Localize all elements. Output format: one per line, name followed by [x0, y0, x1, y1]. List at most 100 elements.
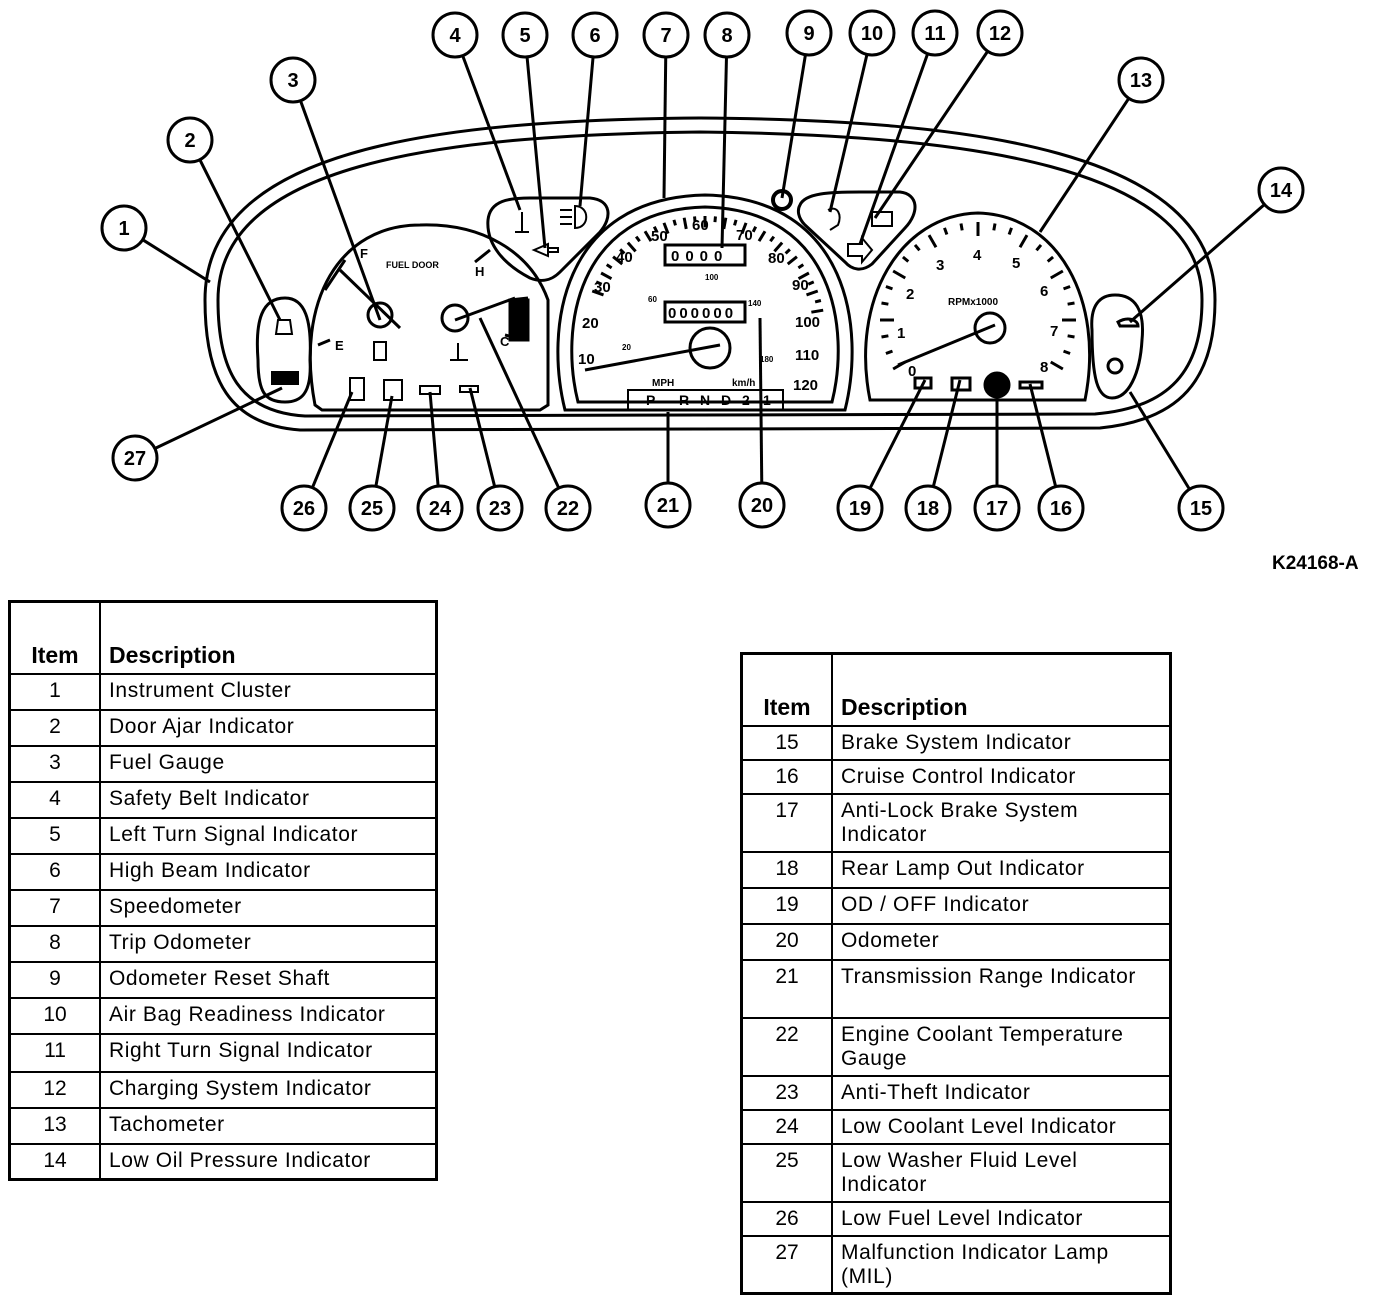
tachometer-tick-label: 6 — [1040, 283, 1048, 300]
speedometer-tick — [643, 230, 653, 242]
legend-item-description: Cruise Control Indicator — [831, 758, 1172, 795]
callout-number: 24 — [429, 498, 452, 520]
callout-circle — [1117, 56, 1165, 104]
fuel-gauge-hub — [366, 301, 394, 329]
tachometer-tick — [892, 269, 907, 280]
callout-bubble: 25 — [348, 484, 396, 532]
mil-icon — [271, 371, 299, 385]
speedometer-tick — [797, 271, 810, 281]
callout-number: 4 — [449, 25, 461, 47]
low-washer-fluid-icon — [383, 379, 403, 401]
tachometer-needle — [897, 323, 996, 367]
speedometer-tick-label: 40 — [616, 249, 633, 266]
legend-item-number: 20 — [740, 922, 833, 961]
legend-item-number: 11 — [8, 1032, 101, 1073]
left-gauge-pod — [308, 223, 550, 412]
legend-item-description: Instrument Cluster — [99, 672, 438, 711]
speedometer-tick-label: 100 — [795, 314, 820, 331]
callout-circle — [738, 481, 786, 529]
legend-item-description: Air Bag Readiness Indicator — [99, 996, 438, 1035]
tachometer-tick — [959, 223, 964, 231]
speedometer-tick — [605, 263, 613, 270]
low-fuel-icon — [349, 377, 365, 401]
legend-left-item-header: Item — [8, 600, 101, 675]
callout-circle — [973, 484, 1021, 532]
tachometer-tick — [1049, 269, 1064, 280]
callout-circle — [431, 11, 479, 59]
brake-indicator-pod — [1090, 293, 1145, 400]
legend-item-description: Low Oil Pressure Indicator — [99, 1142, 438, 1181]
speedometer-ticks — [591, 216, 824, 314]
legend-right-description-header: Description — [831, 652, 1172, 727]
callout-leader-line — [1038, 97, 1131, 233]
speedometer-tick-label: 30 — [594, 279, 611, 296]
speedometer-tick — [773, 241, 784, 253]
callout-leader-line — [468, 387, 497, 488]
speedometer-tick — [619, 248, 626, 255]
speedometer-needle — [584, 343, 721, 372]
legend-item-number: 1 — [8, 672, 101, 711]
speedometer-kmh-tick-label: 180 — [760, 355, 774, 364]
callout-circle — [644, 481, 692, 529]
instrument-cluster-diagram: F E FUEL DOOR H C 0000 000000 MPH — [100, 9, 1359, 574]
prnd-label: D — [721, 392, 731, 408]
callout-bubble: 11 — [911, 9, 959, 57]
speedometer-tick — [591, 289, 605, 297]
callout-leader-line — [299, 100, 382, 321]
callout-leader-line — [828, 54, 869, 213]
prnd-label: 2 — [742, 392, 750, 408]
callout-leader-line — [578, 56, 595, 207]
tachometer-tick-label: 8 — [1040, 359, 1048, 376]
callout-number: 2 — [184, 130, 195, 152]
legend-item-number: 14 — [8, 1142, 101, 1181]
callout-number: 6 — [589, 25, 600, 47]
left-turn-arrow-icon — [531, 242, 559, 258]
callout-number: 11 — [924, 23, 945, 45]
speedometer-tick — [634, 235, 641, 243]
callout-bubble: 15 — [1177, 484, 1225, 532]
speedometer-tick — [811, 308, 824, 314]
legend-item-number: 3 — [8, 744, 101, 783]
callout-circle — [1177, 484, 1225, 532]
speedometer-kmh-tick-label: 140 — [748, 299, 762, 308]
legend-item-number: 8 — [8, 924, 101, 963]
speedometer-tick — [769, 235, 776, 243]
callout-leader-line — [758, 317, 764, 484]
callout-circle — [642, 11, 690, 59]
temp-gauge-hub — [440, 303, 470, 333]
temp-cold-label: C — [500, 334, 510, 349]
tachometer-tick-label: 4 — [973, 247, 982, 264]
high-beam-icon — [560, 204, 588, 230]
callout-bubble: 4 — [431, 11, 479, 59]
callout-bubble: 26 — [280, 484, 328, 532]
tachometer-ticks — [880, 222, 1076, 371]
anti-theft-icon — [459, 385, 479, 393]
callout-number: 12 — [989, 23, 1011, 45]
callout-number: 3 — [287, 70, 298, 92]
legend-item-number: 16 — [740, 758, 833, 795]
callout-leader-line — [1129, 203, 1266, 324]
callout-bubble: 17 — [973, 484, 1021, 532]
callout-number: 22 — [557, 498, 579, 520]
speedometer-tick-label: 120 — [793, 377, 818, 394]
temp-gauge-needle — [454, 296, 516, 322]
tachometer-tick — [892, 360, 907, 371]
callout-number: 19 — [849, 498, 871, 520]
callout-circle — [269, 56, 317, 104]
callout-leaders — [141, 50, 1266, 491]
speedometer-tick — [595, 280, 603, 286]
speedometer-tick-label: 20 — [582, 315, 599, 332]
callout-leader-line — [428, 391, 440, 487]
speedometer-dial — [556, 193, 854, 412]
